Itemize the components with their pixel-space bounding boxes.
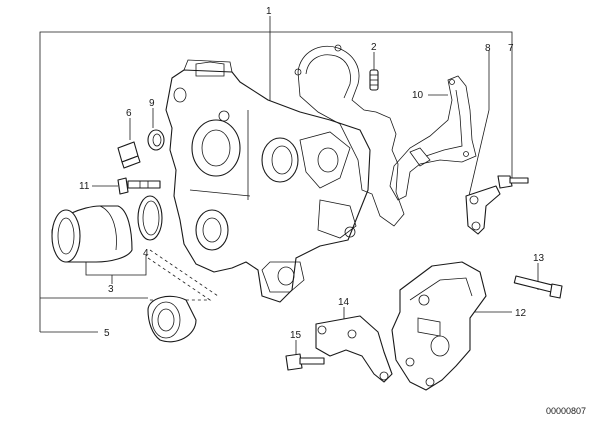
drawing-number: 00000807 [546,406,586,416]
callout-9: 9 [149,98,155,109]
upper-gasket [389,75,477,201]
seal-sleeve [51,205,133,263]
callout-1: 1 [266,6,272,17]
leader-lines [39,16,539,356]
callout-11: 11 [79,181,90,192]
callout-7: 7 [508,43,514,54]
callout-8: 8 [485,43,491,54]
callout-12: 12 [515,308,527,319]
callout-13: 13 [533,253,545,264]
radial-shaft-seal [147,295,197,343]
callout-2: 2 [371,42,377,53]
callout-3: 3 [108,284,114,295]
callout-10: 10 [412,90,424,101]
callout-15: 15 [290,330,302,341]
o-ring [137,195,163,241]
bolt-15 [285,353,325,371]
callout-4: 4 [143,248,149,259]
timing-cover-housing [165,59,371,303]
support-bracket [391,261,487,391]
mounting-bracket [315,315,393,383]
small-bracket [465,185,501,235]
callout-5: 5 [104,328,110,339]
callout-labels: 1 2 3 4 5 6 7 8 9 10 11 12 13 14 15 [79,6,545,341]
bolt-11 [117,177,161,195]
dowel-pin [369,69,379,91]
callout-6: 6 [126,108,132,119]
bolt-7 [497,175,529,189]
callout-14: 14 [338,297,350,308]
sealing-ring [147,129,165,151]
bolt-13 [513,275,563,299]
screw-plug [117,141,141,169]
gasket [294,44,405,227]
